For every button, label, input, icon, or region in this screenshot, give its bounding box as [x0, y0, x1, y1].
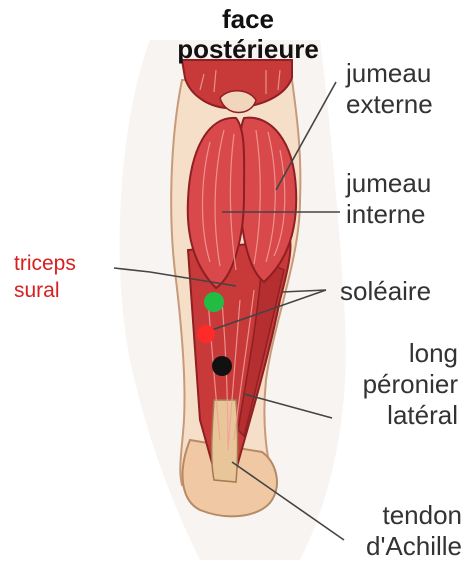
label-tendon-line1: tendon	[300, 500, 462, 531]
title-line-1: face	[154, 4, 342, 34]
label-long-peronier-line3: latéral	[300, 400, 458, 431]
label-triceps-line1: triceps	[14, 250, 76, 277]
label-long-peronier-line1: long	[300, 338, 458, 369]
red-dot	[197, 325, 215, 343]
label-triceps-line2: sural	[14, 277, 76, 304]
label-tendon-line2: d'Achille	[300, 531, 462, 562]
label-long-peronier-line2: péronier	[300, 369, 458, 400]
label-jumeau-interne-line1: jumeau	[346, 168, 431, 199]
label-jumeau-externe-line2: externe	[346, 89, 433, 120]
label-jumeau-externe-line1: jumeau	[346, 58, 433, 89]
label-triceps-sural: triceps sural	[14, 250, 76, 304]
label-long-peronier: long péronier latéral	[300, 338, 458, 431]
label-tendon: tendon d'Achille	[300, 500, 462, 562]
page-title: face postérieure	[154, 4, 342, 64]
label-soleaire: soléaire	[340, 276, 431, 307]
label-jumeau-externe: jumeau externe	[346, 58, 433, 120]
green-dot	[204, 292, 224, 312]
title-line-2: postérieure	[154, 34, 342, 64]
label-jumeau-interne: jumeau interne	[346, 168, 431, 230]
achilles-tendon	[212, 400, 238, 482]
label-jumeau-interne-line2: interne	[346, 199, 431, 230]
black-dot	[212, 356, 232, 376]
